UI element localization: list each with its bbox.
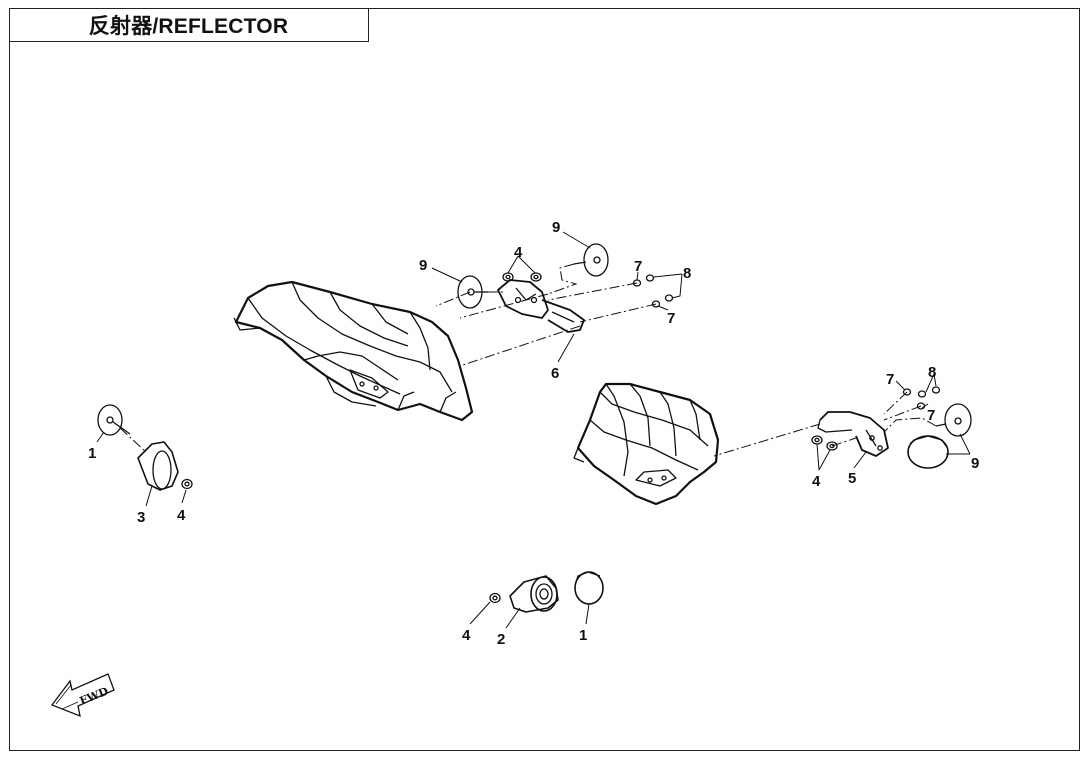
nuts-top bbox=[502, 272, 542, 282]
callout-6: 6 bbox=[551, 365, 559, 382]
callout-8-top: 8 bbox=[683, 265, 691, 282]
reflector-housing-left bbox=[137, 441, 179, 491]
nuts-right bbox=[811, 435, 838, 451]
callout-7-top: 7 bbox=[634, 258, 642, 275]
reflector-bracket-top bbox=[497, 279, 585, 333]
nut-bottom bbox=[489, 592, 501, 604]
reflector-disc-right bbox=[935, 403, 972, 437]
callout-1-left: 1 bbox=[88, 445, 96, 462]
callout-7-right: 7 bbox=[886, 371, 894, 388]
front-bumper-bracket-left bbox=[233, 280, 474, 422]
reflector-disc-left bbox=[97, 404, 131, 436]
page-title: 反射器/REFLECTOR bbox=[88, 14, 289, 38]
front-bumper-bracket-right bbox=[573, 382, 720, 506]
callout-3-left: 3 bbox=[137, 509, 145, 526]
reflector-housing-bottom bbox=[509, 575, 559, 613]
callout-9-top-right: 9 bbox=[552, 219, 560, 236]
callout-9-right: 9 bbox=[971, 455, 979, 472]
callout-9-top-left: 9 bbox=[419, 257, 427, 274]
callout-4-top: 4 bbox=[514, 244, 523, 261]
title-box: 反射器/REFLECTOR bbox=[9, 8, 369, 42]
callout-8-right: 8 bbox=[928, 364, 936, 381]
assembly-centerlines bbox=[119, 263, 937, 457]
reflector-lens-bottom bbox=[574, 571, 604, 605]
callout-1-bottom: 1 bbox=[579, 627, 587, 644]
drawing-frame bbox=[9, 8, 1080, 751]
reflector-lens-right bbox=[907, 435, 949, 469]
reflector-disc-top-left bbox=[457, 275, 488, 309]
callouts: 1 3 4 9 9 4 7 8 7 6 7 8 7 4 5 9 4 2 1 bbox=[88, 219, 979, 648]
callout-7-right-lower: 7 bbox=[927, 407, 935, 424]
reflector-disc-top-right bbox=[573, 243, 609, 277]
callout-5: 5 bbox=[848, 470, 856, 487]
nut-left bbox=[181, 478, 193, 490]
callout-4-right: 4 bbox=[812, 473, 821, 490]
callout-4-bottom: 4 bbox=[462, 627, 471, 644]
callout-7-top-lower: 7 bbox=[667, 310, 675, 327]
screws-right bbox=[902, 386, 941, 410]
leader-lines bbox=[96, 231, 971, 629]
callout-2-bottom: 2 bbox=[497, 631, 505, 648]
screws-top bbox=[632, 274, 674, 308]
callout-4-left: 4 bbox=[177, 507, 186, 524]
fwd-arrow-icon: FWD bbox=[50, 673, 115, 718]
